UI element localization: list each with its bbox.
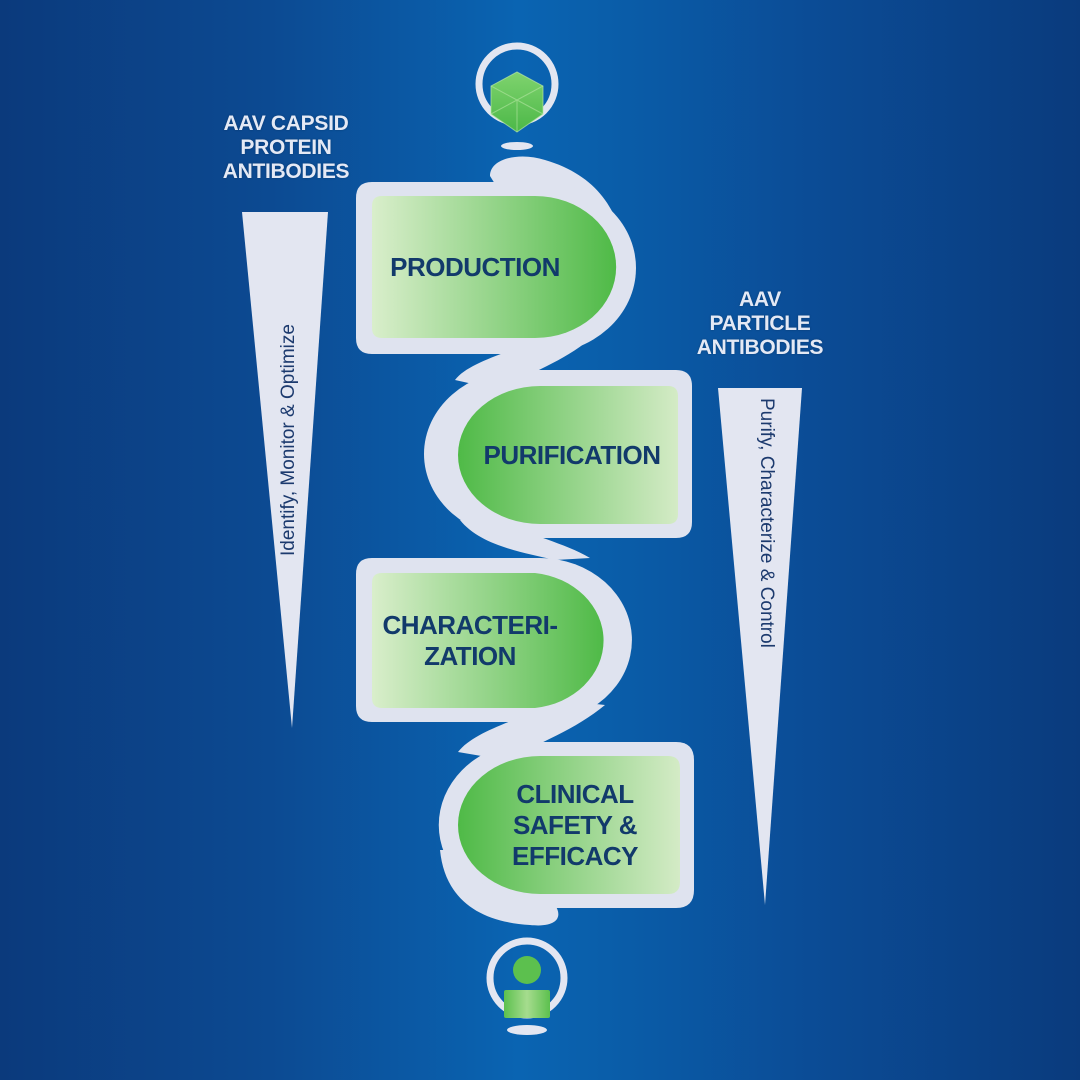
stage-clinical-label-1: CLINICAL xyxy=(516,778,634,809)
left-title-line-1: AAV CAPSID xyxy=(223,112,349,135)
stage-clinical: CLINICAL SAFETY & EFFICACY xyxy=(470,756,680,894)
stage-characterization-label-1: CHARACTERI- xyxy=(382,609,558,640)
right-title-line-3: ANTIBODIES xyxy=(696,336,824,359)
right-title-line-1: AAV xyxy=(739,288,781,311)
stage-characterization-fill xyxy=(372,573,604,708)
left-title-line-2: PROTEIN xyxy=(240,136,332,159)
right-title-line-2: PARTICLE xyxy=(709,312,811,335)
left-wedge-text: Identify, Monitor & Optimize xyxy=(278,324,299,556)
stage-clinical-label-3: EFFICACY xyxy=(512,840,639,871)
patient-person-icon xyxy=(486,937,568,1035)
stage-production: PRODUCTION xyxy=(372,196,578,338)
stage-clinical-fill xyxy=(458,756,680,894)
right-group-title: AAV PARTICLE ANTIBODIES xyxy=(684,288,836,360)
stage-production-label: PRODUCTION xyxy=(390,251,560,282)
right-wedge xyxy=(718,388,802,905)
stage-purification: PURIFICATION xyxy=(466,386,678,524)
virus-capsid-icon xyxy=(475,42,559,150)
stage-characterization: CHARACTERI- ZATION xyxy=(372,573,568,708)
left-group-title: AAV CAPSID PROTEIN ANTIBODIES xyxy=(198,112,374,184)
stage-clinical-label-2: SAFETY & xyxy=(512,809,638,840)
right-wedge-text: Purify, Characterize & Control xyxy=(756,398,777,648)
left-title-line-3: ANTIBODIES xyxy=(222,160,350,183)
stage-purification-label: PURIFICATION xyxy=(483,439,661,470)
stage-characterization-label-2: ZATION xyxy=(424,640,516,671)
stage-purification-fill xyxy=(458,386,678,524)
stage-production-fill xyxy=(372,196,617,338)
left-wedge xyxy=(242,212,328,728)
